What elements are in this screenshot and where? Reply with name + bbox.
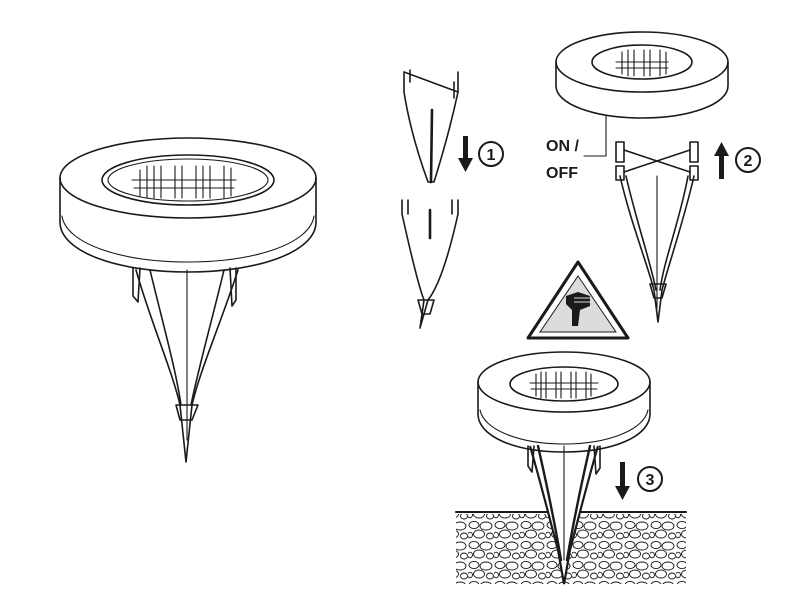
step-number-2: 2 — [744, 153, 753, 170]
step-badge-2: 2 — [735, 147, 761, 173]
step-1-illustration: 1 — [401, 69, 504, 329]
stake-half-lower — [401, 199, 459, 329]
arrow-down-1 — [458, 136, 473, 172]
switch-label-off: OFF — [546, 165, 578, 182]
stake-assembled — [615, 141, 699, 323]
lamp-ground-stake — [132, 267, 239, 463]
step-badge-3: 3 — [637, 466, 663, 492]
stake-half-upper — [403, 69, 459, 184]
step-3-illustration: 3 — [455, 351, 687, 585]
arrow-up-2 — [714, 142, 729, 179]
switch-label-on: ON / — [546, 138, 579, 155]
lamp-housing-step-3 — [477, 351, 651, 453]
lamp-housing — [59, 137, 317, 273]
step-badge-1: 1 — [478, 141, 504, 167]
step-number-3: 3 — [646, 472, 655, 489]
lamp-inserting-stake — [527, 444, 601, 585]
lamp-underside — [555, 31, 729, 119]
hand-injury-warning-icon — [526, 260, 630, 340]
step-number-1: 1 — [487, 147, 496, 164]
switch-callout: ON / OFF — [546, 115, 607, 182]
lamp-solar-panel — [131, 165, 237, 199]
arrow-down-3 — [615, 462, 630, 500]
step-2-illustration: ON / OFF 2 — [546, 31, 761, 323]
assembled-solar-lamp — [59, 137, 317, 463]
